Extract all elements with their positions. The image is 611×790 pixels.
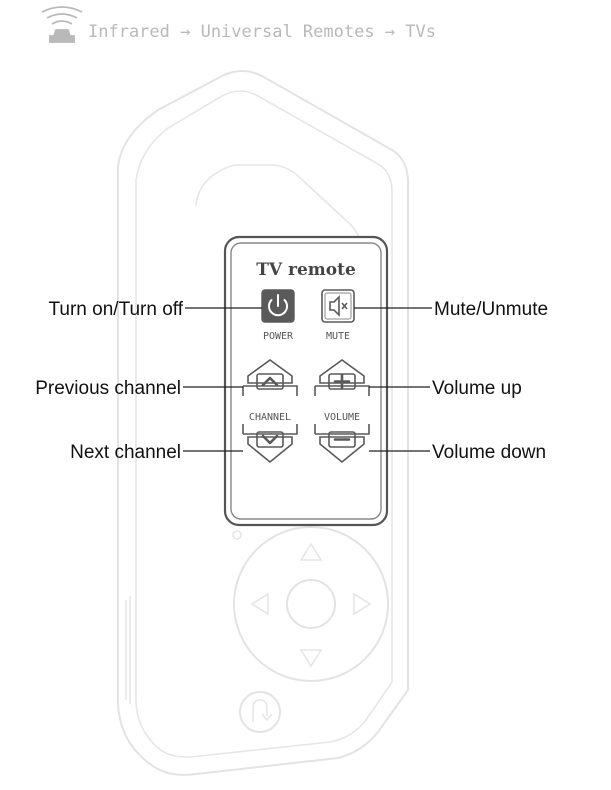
volume-label: VOLUME [324, 412, 360, 423]
callout-channel-down: Next channel [70, 442, 181, 463]
back-button [239, 691, 281, 733]
power-label: POWER [263, 331, 294, 342]
callout-leaders [183, 307, 432, 452]
mute-button[interactable]: MUTE [321, 289, 355, 342]
dpad-up-icon [299, 542, 323, 561]
plus-icon [333, 373, 351, 390]
breadcrumb: Infrared → Universal Remotes → TVs [41, 6, 436, 43]
speaker-muted-icon [329, 295, 348, 317]
channel-down-button[interactable] [242, 424, 298, 464]
dpad-right-icon [353, 592, 372, 616]
channel-label: CHANNEL [249, 412, 291, 423]
chevron-up-icon [261, 376, 279, 387]
callout-channel-up: Previous channel [35, 378, 181, 399]
callout-power: Turn on/Turn off [49, 299, 184, 320]
mute-label: MUTE [326, 331, 350, 342]
power-button[interactable]: POWER [261, 289, 295, 342]
volume-down-button[interactable] [314, 424, 370, 464]
volume-up-button[interactable] [314, 359, 370, 396]
power-icon [268, 294, 288, 317]
callout-volume-up: Volume up [432, 378, 522, 399]
infrared-icon [41, 6, 83, 43]
dpad [233, 526, 389, 682]
callout-volume-down: Volume down [432, 442, 546, 463]
chevron-down-icon [261, 434, 279, 445]
panel-title: TV remote [256, 260, 356, 280]
channel-up-button[interactable] [242, 359, 298, 396]
dpad-left-icon [250, 592, 269, 616]
device-body [117, 70, 409, 776]
dpad-down-icon [299, 649, 323, 668]
callout-mute: Mute/Unmute [434, 299, 548, 320]
breadcrumb-text: Infrared → Universal Remotes → TVs [88, 22, 436, 42]
